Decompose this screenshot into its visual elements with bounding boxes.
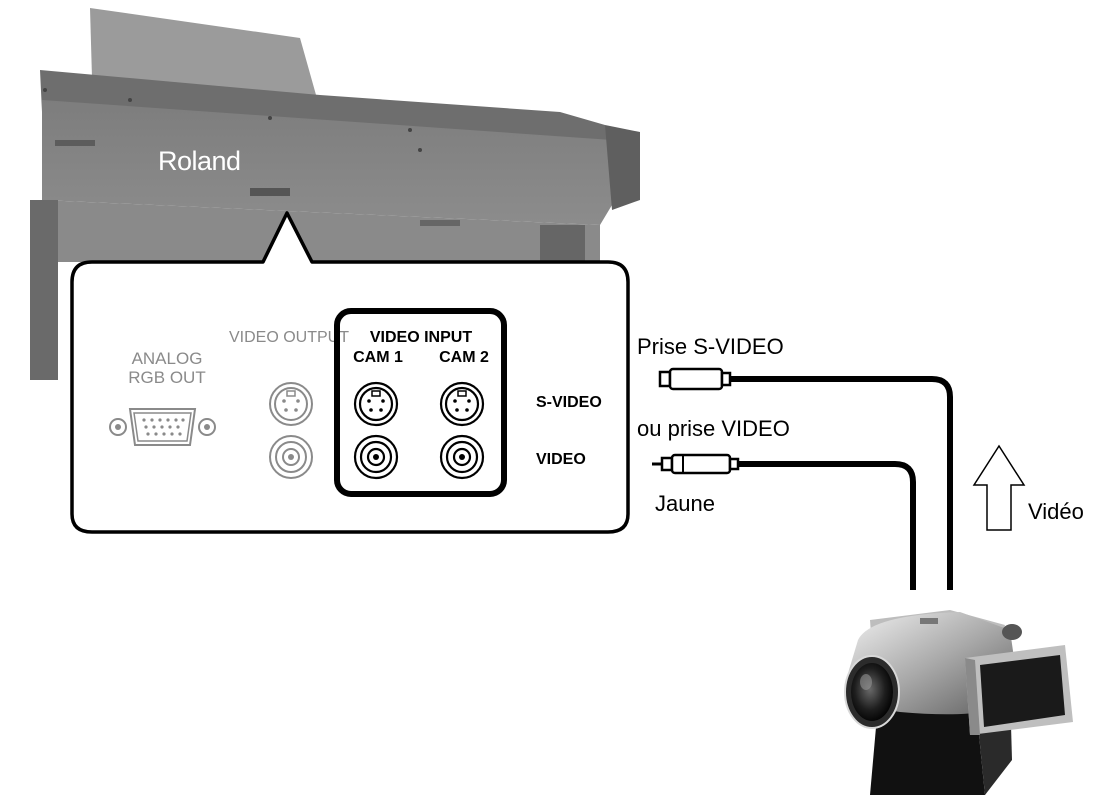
video-output-rca-jack-icon xyxy=(269,435,313,479)
cam1-label: CAM 1 xyxy=(353,349,403,366)
analog-rgb-out-label-line1: ANALOG xyxy=(132,349,203,368)
rca-plug-icon xyxy=(652,453,740,475)
video-output-svideo-jack-icon xyxy=(269,382,313,426)
analog-rgb-out-label-line2: RGB OUT xyxy=(128,368,205,387)
brand-logo: Roland xyxy=(158,146,241,176)
row-video-label: VIDEO xyxy=(536,451,586,468)
video-cable xyxy=(738,461,916,590)
yellow-plug-color-label: Jaune xyxy=(655,491,715,516)
cam2-label: CAM 2 xyxy=(439,349,489,366)
jack-panel-callout xyxy=(70,211,630,534)
up-arrow-icon xyxy=(972,444,1026,531)
svideo-plug-label: Prise S-VIDEO xyxy=(637,334,784,359)
svideo-cable xyxy=(730,376,953,590)
cam2-video-rca-jack-icon xyxy=(439,434,485,480)
video-input-highlight-box xyxy=(334,308,507,497)
video-output-label: VIDEO OUTPUT xyxy=(229,329,349,346)
svideo-plug-icon xyxy=(658,367,732,391)
camcorder-icon xyxy=(844,610,1073,795)
vga-port-icon xyxy=(109,408,216,446)
row-svideo-label: S-VIDEO xyxy=(536,394,602,411)
cam1-svideo-jack-icon xyxy=(353,381,399,427)
cam1-video-rca-jack-icon xyxy=(353,434,399,480)
cam2-svideo-jack-icon xyxy=(439,381,485,427)
video-direction-label: Vidéo xyxy=(1028,499,1084,524)
video-input-label: VIDEO INPUT xyxy=(370,329,472,346)
piano-illustration xyxy=(30,8,640,380)
video-plug-label: ou prise VIDEO xyxy=(637,416,790,441)
